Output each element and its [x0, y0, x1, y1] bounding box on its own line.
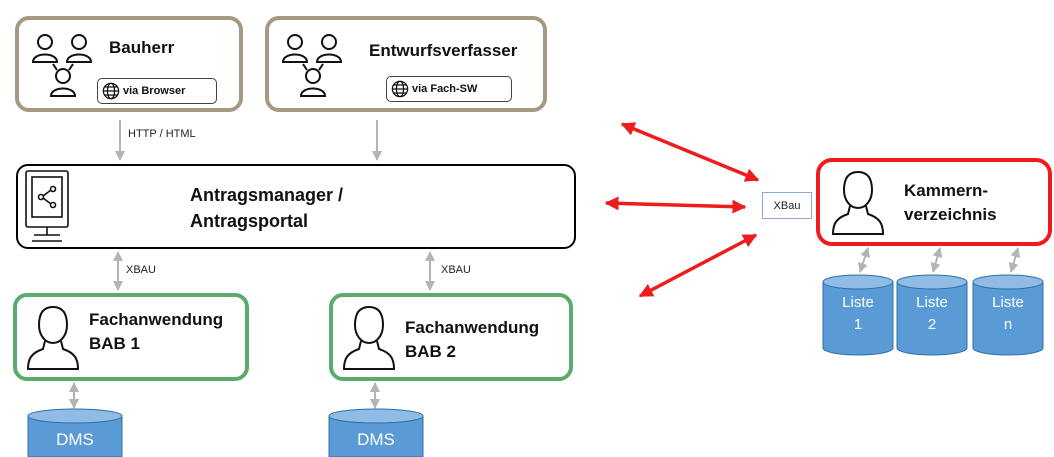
- bab1-box: Fachanwendung BAB 1: [13, 293, 249, 381]
- kammer-title-line1: Kammern-: [904, 181, 989, 200]
- kammernverzeichnis-box: Kammern- verzeichnis: [816, 158, 1052, 246]
- database-cylinder-icon: [896, 274, 968, 356]
- arrow-kammer-liste2: [930, 247, 943, 273]
- bab2-title-line2: BAB 2: [405, 342, 457, 361]
- portal-title-line1: Antragsmanager /: [190, 185, 344, 205]
- bab2-title-line1: Fachanwendung: [405, 318, 540, 337]
- users-group-icon: [31, 34, 93, 97]
- xbau-right-label: XBAU: [441, 264, 471, 276]
- red-arrow-top: [620, 122, 760, 182]
- xbau-interface-box: XBau: [762, 192, 812, 219]
- bauherr-box: Bauherr via Browser: [15, 16, 243, 112]
- dms-2-label: DMS: [357, 430, 395, 449]
- liste-2-label: Liste 2: [916, 294, 948, 333]
- via-browser-badge: via Browser: [97, 78, 217, 104]
- database-cylinder-icon: [822, 274, 894, 356]
- kammer-title-line2: verzeichnis: [904, 205, 997, 224]
- http-html-label: HTTP / HTML: [128, 128, 196, 140]
- globe-icon: [102, 82, 120, 100]
- database-cylinder-icon: [328, 408, 424, 457]
- via-fach-sw-label: via Fach-SW: [412, 83, 478, 95]
- database-cylinder-icon: [27, 408, 123, 457]
- bab1-title-line1: Fachanwendung: [89, 310, 224, 329]
- person-icon: [342, 305, 396, 370]
- entwurfsverfasser-title: Entwurfsverfasser: [369, 41, 518, 60]
- person-icon: [26, 305, 80, 370]
- via-browser-label: via Browser: [123, 85, 186, 97]
- liste-1-label: Liste 1: [842, 294, 874, 333]
- entwurfsverfasser-box: Entwurfsverfasser via Fach-SW: [265, 16, 547, 112]
- globe-icon: [391, 80, 409, 98]
- users-group-icon: [281, 34, 343, 97]
- red-arrow-middle: [604, 196, 747, 214]
- person-icon: [831, 170, 885, 235]
- portal-share-icon: [25, 170, 69, 242]
- bab2-box: Fachanwendung BAB 2: [329, 293, 573, 381]
- portal-title-line2: Antragsportal: [190, 211, 309, 231]
- bab1-title-line2: BAB 1: [89, 334, 141, 353]
- liste-n-label: Liste n: [992, 294, 1024, 333]
- database-cylinder-icon: [972, 274, 1044, 356]
- arrow-kammer-liste1: [858, 247, 870, 273]
- xbau-left-label: XBAU: [126, 264, 156, 276]
- dms-1-label: DMS: [56, 430, 94, 449]
- bauherr-title: Bauherr: [109, 38, 175, 57]
- arrow-kammer-listen: [1008, 247, 1021, 273]
- antragsportal-box: Antragsmanager / Antragsportal: [16, 164, 576, 249]
- red-arrow-bottom: [638, 233, 758, 298]
- via-fach-sw-badge: via Fach-SW: [386, 76, 512, 102]
